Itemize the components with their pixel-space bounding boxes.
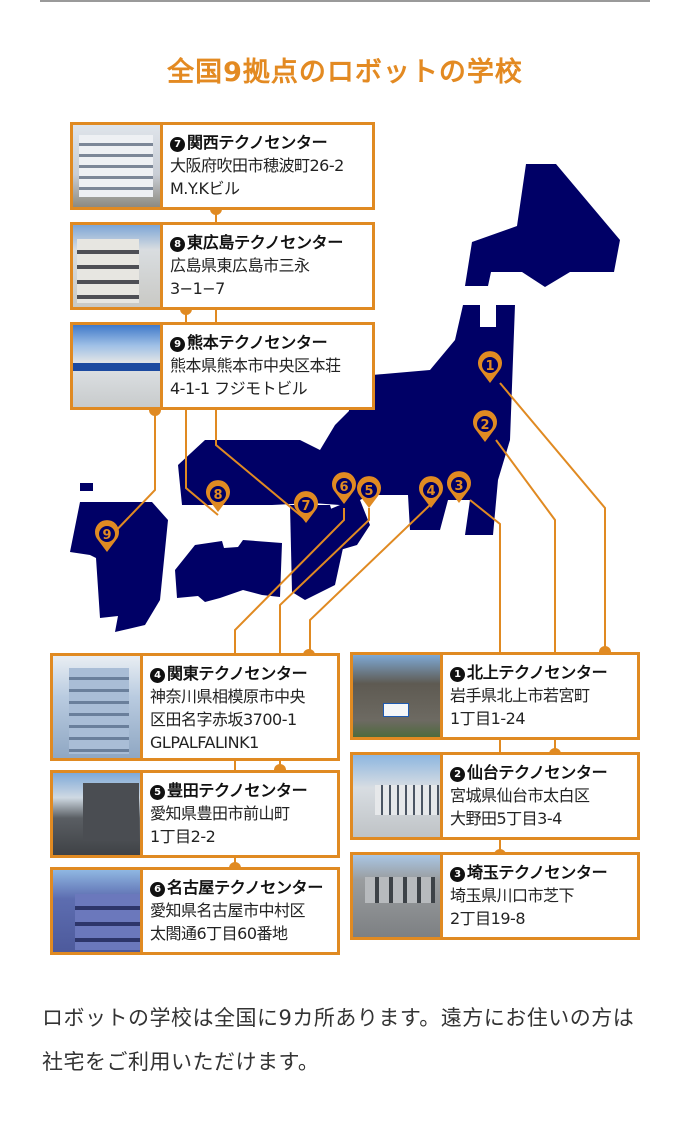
line-1 xyxy=(499,382,606,648)
location-address: 2丁目19-8 xyxy=(450,909,526,928)
location-address: M.Y.Kビル xyxy=(170,179,240,198)
building-photo xyxy=(353,755,443,837)
pin-9-icon: 9 xyxy=(95,520,119,552)
svg-text:6: 6 xyxy=(339,480,348,495)
pin-6-icon: 6 xyxy=(332,472,356,504)
svg-text:4: 4 xyxy=(426,484,435,499)
pin-5-icon: 5 xyxy=(357,476,381,508)
map-pins: 1 2 3 4 5 6 7 8 9 xyxy=(95,351,502,552)
svg-text:9: 9 xyxy=(102,528,111,543)
number-badge-icon: 6 xyxy=(150,882,165,897)
island-tsushima xyxy=(80,483,93,491)
island-hokkaido xyxy=(465,164,620,287)
number-badge-icon: 1 xyxy=(450,667,465,682)
pin-7-icon: 7 xyxy=(294,491,318,523)
number-badge-icon: 3 xyxy=(450,867,465,882)
building-photo xyxy=(353,655,443,737)
location-address: 大阪府吹田市穂波町26-2 xyxy=(170,156,344,175)
number-badge-icon: 5 xyxy=(150,785,165,800)
location-address: 宮城県仙台市太白区 xyxy=(450,786,590,805)
building-photo xyxy=(73,225,163,307)
line-4 xyxy=(309,504,431,655)
building-photo xyxy=(353,855,443,937)
building-photo xyxy=(53,773,143,855)
svg-text:3: 3 xyxy=(454,479,463,494)
location-address: 愛知県豊田市前山町 xyxy=(150,804,290,823)
pin-2-icon: 2 xyxy=(473,410,497,442)
building-photo xyxy=(53,656,143,758)
svg-text:8: 8 xyxy=(213,488,222,503)
line-9 xyxy=(106,410,156,541)
building-photo xyxy=(73,325,163,407)
location-address: 区田名字赤坂3700-1 xyxy=(150,710,297,729)
location-address: 1丁目2-2 xyxy=(150,827,216,846)
location-address: 4-1-1 フジモトビル xyxy=(170,379,308,398)
location-address: 広島県東広島市三永 xyxy=(170,256,310,275)
svg-text:1: 1 xyxy=(485,359,494,374)
location-address: 1丁目1-24 xyxy=(450,709,526,728)
location-address: GLPALFALINK1 xyxy=(150,733,259,752)
location-address: 熊本県熊本市中央区本荘 xyxy=(170,356,341,375)
location-address: 3−1−7 xyxy=(170,279,225,298)
island-kii xyxy=(290,505,343,600)
svg-text:7: 7 xyxy=(301,499,310,514)
number-badge-icon: 9 xyxy=(170,337,185,352)
island-kyushu xyxy=(70,502,168,632)
pin-3-icon: 3 xyxy=(447,471,471,503)
location-address: 埼玉県川口市芝下 xyxy=(450,886,575,905)
number-badge-icon: 7 xyxy=(170,137,185,152)
location-address: 神奈川県相模原市中央 xyxy=(150,687,306,706)
location-address: 愛知県名古屋市中村区 xyxy=(150,901,306,920)
pin-8-icon: 8 xyxy=(206,480,230,512)
section-title: 全国9拠点のロボットの学校 xyxy=(167,57,523,88)
svg-text:2: 2 xyxy=(480,418,489,433)
island-shikoku xyxy=(175,540,282,602)
top-divider xyxy=(40,0,650,2)
location-address: 岩手県北上市若宮町 xyxy=(450,686,590,705)
svg-text:5: 5 xyxy=(364,484,373,499)
location-address: 太閤通6丁目60番地 xyxy=(150,924,288,943)
line-3 xyxy=(469,499,501,855)
number-badge-icon: 4 xyxy=(150,668,165,683)
building-photo xyxy=(53,870,143,952)
building-photo xyxy=(73,125,163,207)
location-address: 大野田5丁目3-4 xyxy=(450,809,562,828)
pin-4-icon: 4 xyxy=(419,476,443,508)
pin-1-icon: 1 xyxy=(478,351,502,383)
number-badge-icon: 8 xyxy=(170,237,185,252)
number-badge-icon: 2 xyxy=(450,767,465,782)
description-text: ロボットの学校は全国に9カ所あります。遠方にお住いの方は社宅をご利用いただけます… xyxy=(42,1006,635,1074)
